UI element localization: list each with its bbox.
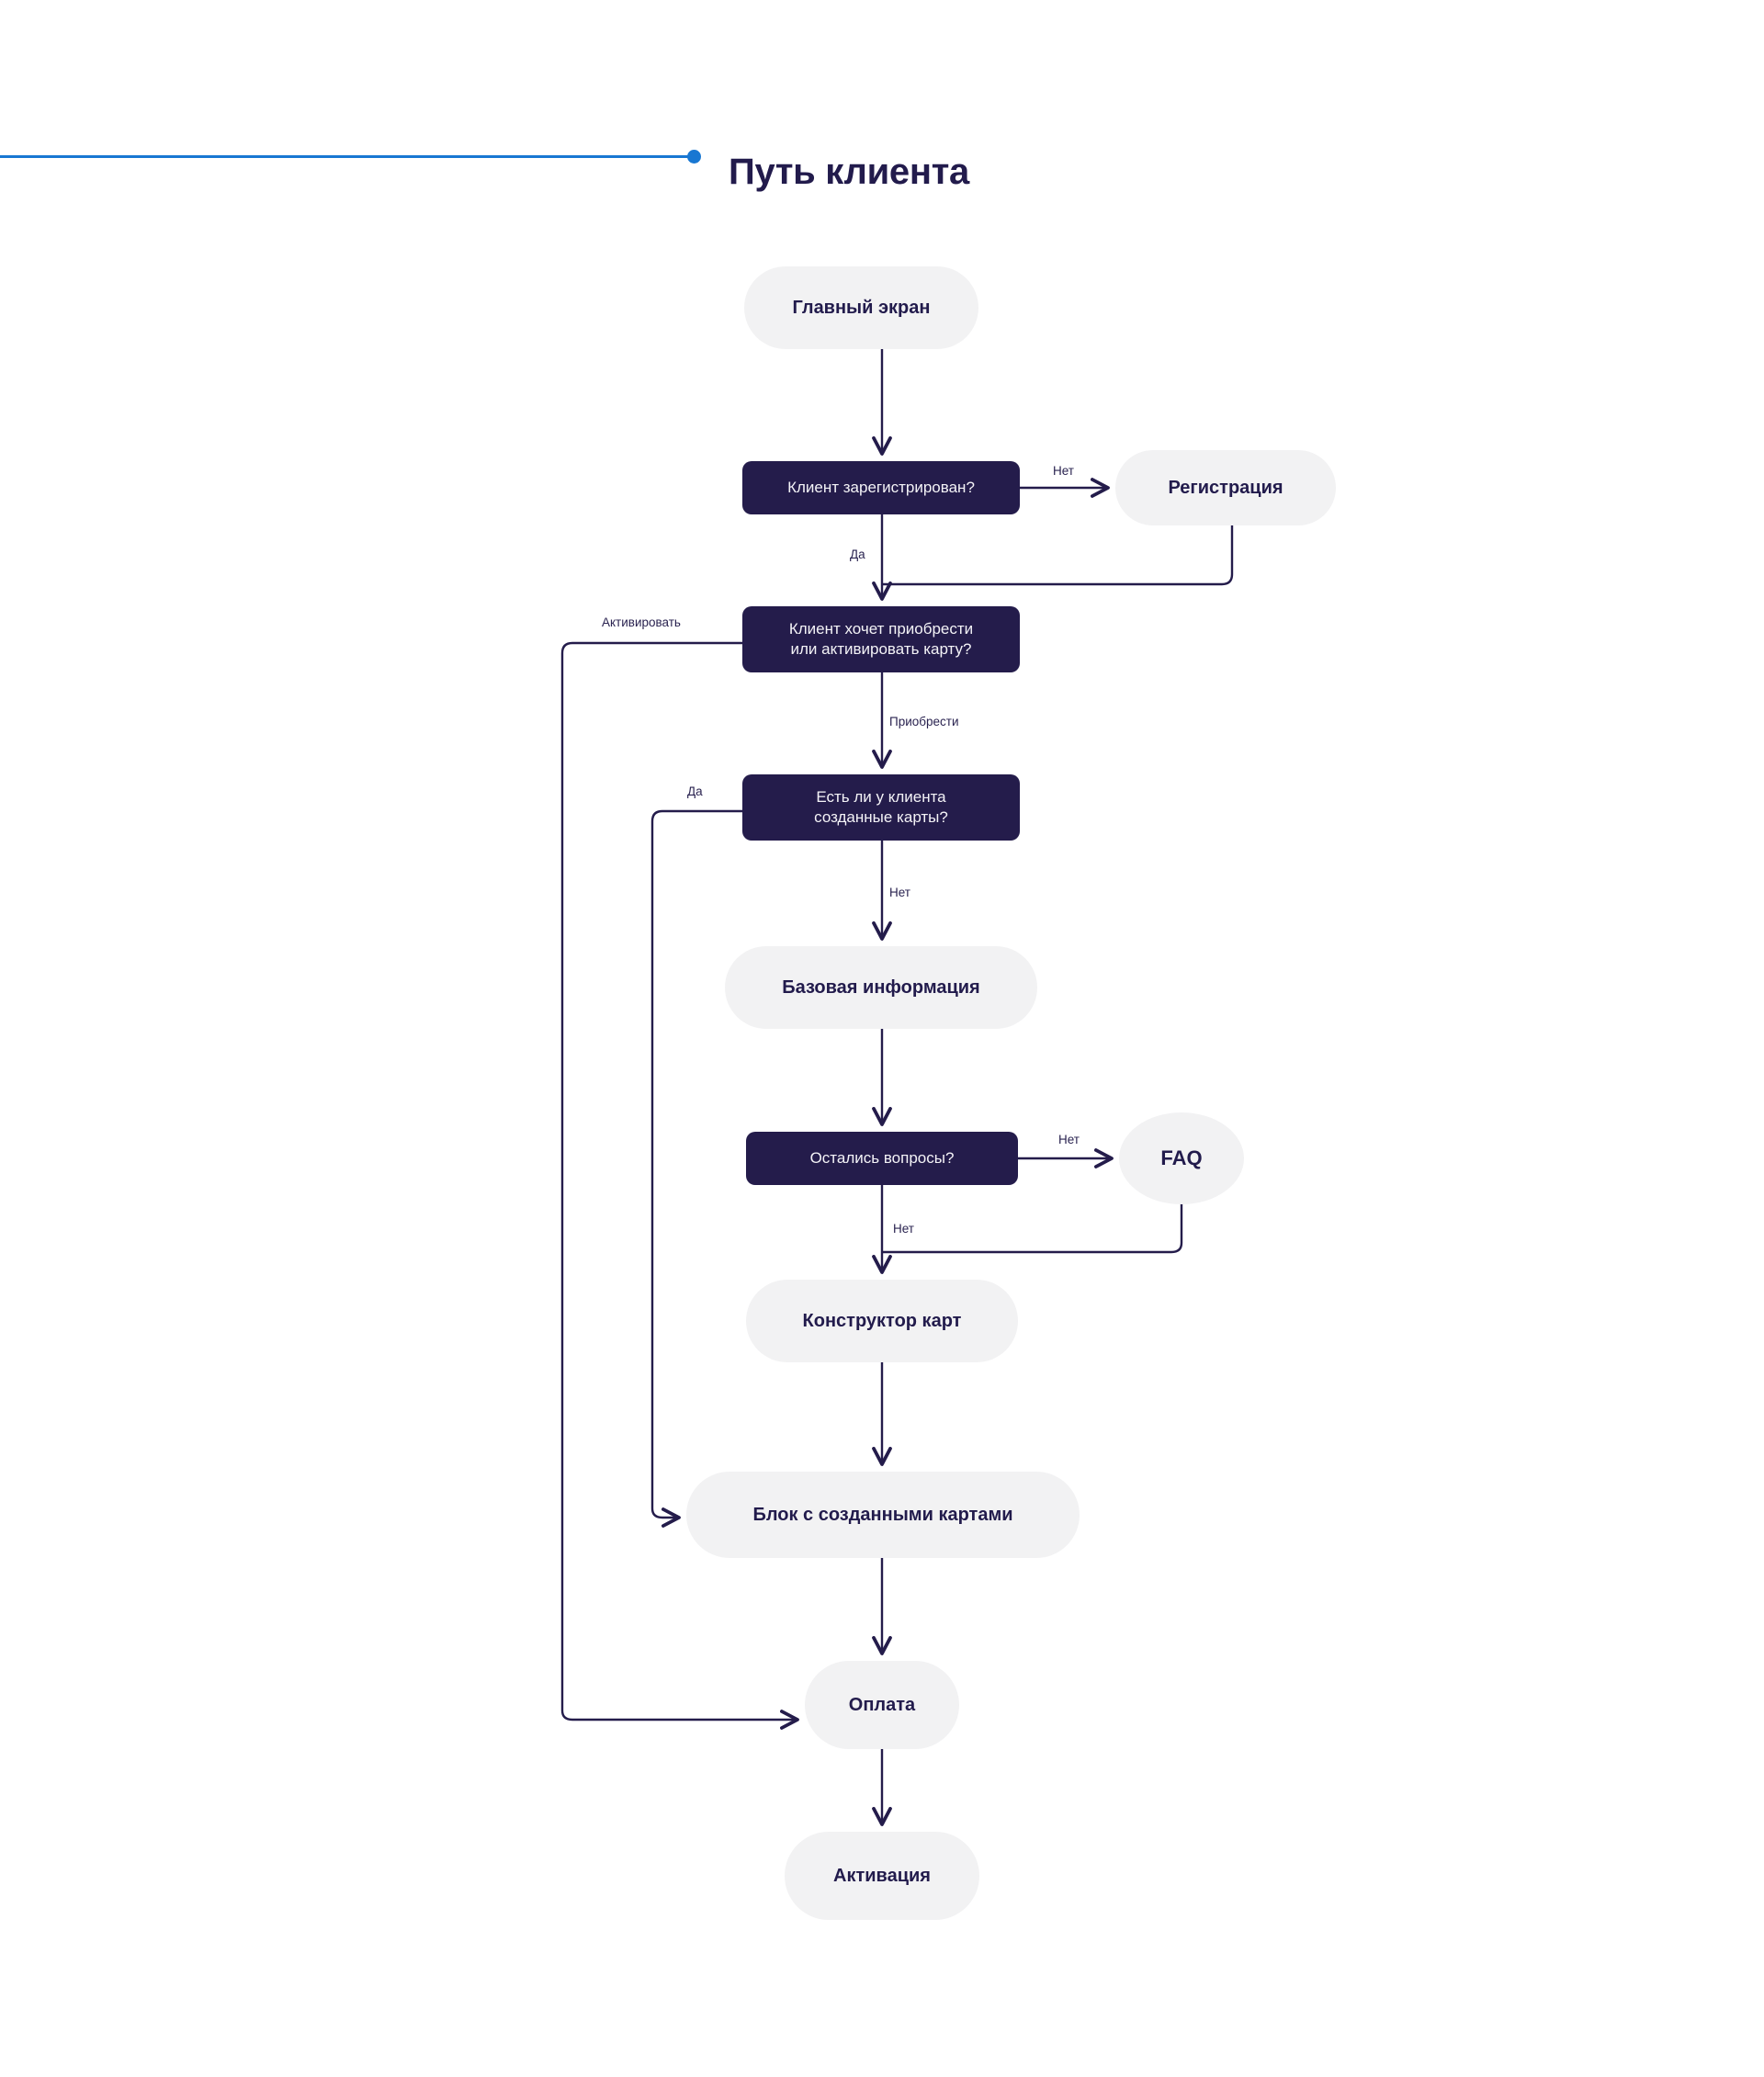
node-buy-or-activate[interactable]: Клиент хочет приобрести или активировать…	[742, 606, 1020, 672]
edge-faq-return	[882, 1204, 1183, 1254]
node-label: Активация	[833, 1865, 931, 1886]
edge-has-cards-to-created-cards	[650, 809, 742, 1518]
accent-rule	[0, 155, 694, 158]
edge-label-yes-has-cards: Да	[687, 785, 703, 798]
node-basic-info[interactable]: Базовая информация	[725, 946, 1037, 1029]
node-label: Конструктор карт	[802, 1310, 962, 1331]
edge-label-no-faq: Нет	[1058, 1133, 1080, 1146]
edge-label-no-registration: Нет	[1053, 464, 1074, 478]
edge-label-activate: Активировать	[602, 615, 681, 629]
node-label: Остались вопросы?	[809, 1148, 955, 1167]
node-has-cards[interactable]: Есть ли у клиента созданные карты?	[742, 774, 1020, 841]
node-card-constructor[interactable]: Конструктор карт	[746, 1280, 1018, 1362]
node-label: FAQ	[1160, 1146, 1203, 1170]
node-label: Есть ли у клиента созданные карты?	[814, 787, 948, 826]
node-label: Оплата	[848, 1694, 916, 1715]
node-activation[interactable]: Активация	[785, 1832, 979, 1920]
node-label: Клиент хочет приобрести или активировать…	[788, 619, 974, 658]
node-label: Клиент зарегистрирован?	[787, 478, 975, 496]
node-faq[interactable]: FAQ	[1119, 1112, 1244, 1204]
node-payment[interactable]: Оплата	[805, 1661, 959, 1749]
edge-label-no-has-cards: Нет	[889, 886, 910, 899]
node-any-questions[interactable]: Остались вопросы?	[746, 1132, 1018, 1185]
page-title: Путь клиента	[729, 151, 969, 192]
node-label: Главный экран	[792, 297, 931, 318]
node-registration[interactable]: Регистрация	[1115, 450, 1336, 525]
node-is-registered[interactable]: Клиент зарегистрирован?	[742, 461, 1020, 514]
edge-label-no-questions: Нет	[893, 1222, 914, 1236]
node-label: Регистрация	[1168, 477, 1283, 498]
edge-label-yes-registered: Да	[850, 547, 865, 561]
page-header: Путь клиента	[0, 0, 1764, 239]
accent-dot-icon	[687, 150, 701, 164]
node-label: Блок с созданными картами	[752, 1504, 1013, 1525]
node-label: Базовая информация	[782, 976, 980, 998]
node-main-screen[interactable]: Главный экран	[744, 266, 978, 349]
edge-label-purchase: Приобрести	[889, 715, 959, 728]
node-created-cards[interactable]: Блок с созданными картами	[686, 1472, 1080, 1558]
edge-registration-return	[882, 525, 1234, 586]
